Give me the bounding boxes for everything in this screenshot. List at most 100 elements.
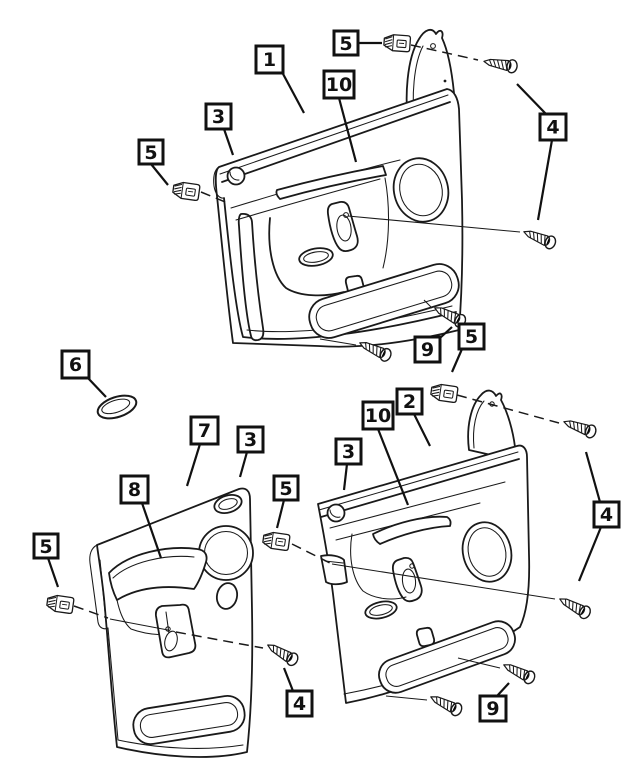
assembly-dash-rear: [175, 631, 264, 649]
callout-2-front-panel-lower[interactable]: 2: [395, 387, 431, 447]
armrest-top: [108, 547, 208, 601]
screw-icon: [263, 638, 301, 669]
pocket-oval-inner: [369, 604, 393, 616]
armrest-inner-line: [112, 555, 195, 579]
speaker-outer: [461, 521, 513, 583]
callout-label: 10: [326, 74, 352, 96]
callout-label: 4: [293, 693, 306, 715]
callout-3-cap-rear[interactable]: 3: [236, 425, 265, 478]
callout-label: 5: [144, 142, 157, 164]
clip-hole: [326, 503, 346, 523]
left-inset-strip: [237, 213, 265, 342]
speaker-grille: [308, 263, 460, 339]
handle-screw-hole: [409, 563, 415, 569]
flag-hole: [430, 43, 436, 49]
callout-label: 3: [342, 441, 355, 463]
projection-lines: [73, 44, 560, 701]
screw-line-s8: [457, 657, 501, 669]
retainer-clip-icon: [45, 593, 75, 615]
screw-line-s3: [423, 299, 433, 309]
callout-4-screw-rear-bottom[interactable]: 4: [282, 667, 314, 718]
grille-mesh: [139, 702, 239, 738]
mirror-flag-inner-line: [473, 400, 485, 449]
callout-label: 1: [263, 49, 276, 71]
handle-cup-inner: [401, 568, 417, 594]
grille-frame: [308, 263, 460, 339]
map-pocket-curve: [350, 533, 407, 600]
grommet: [96, 394, 138, 420]
clip-dash-center: [291, 543, 331, 564]
top-cap-mid-line: [318, 451, 519, 511]
callout-4-screws-upper-right[interactable]: 4: [516, 83, 568, 221]
pull-handle-bar: [372, 515, 452, 545]
callout-5-clip-top[interactable]: 5: [332, 29, 382, 57]
hook-cutout: [415, 626, 436, 648]
callout-label: 6: [69, 354, 82, 376]
retainer-clip-icon: [382, 33, 412, 53]
callout-label: 2: [403, 391, 416, 413]
screw-icon: [482, 54, 519, 75]
screw-icon: [500, 658, 538, 687]
speaker-inner: [467, 527, 507, 577]
callout-5-clip-lower-left[interactable]: 5: [32, 532, 60, 588]
handle-cup-inner: [164, 630, 178, 652]
lower-oval-inner: [303, 251, 329, 263]
clip-dash-top: [410, 44, 479, 61]
callout-5-clip-left[interactable]: 5: [137, 138, 169, 186]
screw-icon: [520, 225, 559, 252]
handle-cup-inner: [336, 214, 352, 242]
speaker-outer: [198, 525, 254, 581]
callout-9-screws-lower-bottom[interactable]: 9: [478, 682, 510, 723]
screw-icon: [560, 414, 599, 440]
callout-label: 5: [279, 478, 292, 500]
callout-label: 5: [339, 33, 352, 55]
retainer-clip-icon: [171, 180, 201, 202]
front-door-trim-panel-upper: [213, 28, 464, 348]
bolster-line-1: [329, 481, 506, 529]
vent-oval-inner: [218, 498, 238, 510]
callout-label: 9: [486, 698, 499, 720]
handle-screw-hole: [343, 212, 349, 218]
grommet-inner: [101, 398, 131, 415]
callout-8-armrest[interactable]: 8: [119, 474, 163, 559]
front-door-trim-panel-lower: [317, 389, 531, 704]
callout-3-cap-upper[interactable]: 3: [204, 102, 235, 156]
callout-5-clip-center[interactable]: 5: [272, 474, 300, 529]
callout-6-grommet[interactable]: 6: [60, 349, 107, 398]
callout-5-clip-middle[interactable]: 5: [450, 322, 486, 373]
callout-10-handle-upper[interactable]: 10: [322, 69, 358, 163]
callout-9-screws-upper-bottom[interactable]: 9: [413, 326, 453, 364]
assembly-line-lower-inside: [331, 563, 556, 600]
top-cap-lower-edge: [320, 458, 520, 518]
retainer-clip-icon: [261, 530, 291, 552]
clip-dash-left-top: [200, 191, 231, 205]
rear-door-trim-panel: [89, 487, 254, 758]
screw-icon: [556, 592, 594, 622]
callout-7-rear-panel[interactable]: 7: [185, 415, 220, 487]
speaker-inner: [399, 163, 443, 217]
callouts: 1 5 10 3 5 4 9 5: [32, 29, 621, 723]
speaker-grille: [132, 695, 246, 745]
callout-10-handle-lower[interactable]: 10: [361, 400, 410, 506]
screw-line-s9: [385, 695, 428, 701]
callout-label: 8: [128, 479, 141, 501]
screw-line-s4: [319, 338, 357, 346]
screw-icon: [427, 690, 465, 719]
clip-hole-inner: [329, 509, 341, 518]
callout-4-screws-lower-right[interactable]: 4: [577, 451, 621, 582]
handle-cutout: [154, 603, 197, 659]
callout-label: 9: [421, 339, 434, 361]
flag-dot: [443, 79, 447, 83]
assembly-line-upper: [347, 215, 521, 233]
sub-oval: [215, 582, 239, 610]
assembly-line-rear-inside: [109, 618, 169, 631]
grille-frame: [132, 695, 246, 745]
callout-label: 4: [600, 504, 613, 526]
pocket-right-line: [382, 177, 390, 269]
callout-label: 4: [546, 117, 559, 139]
callout-1-front-panel-upper[interactable]: 1: [254, 44, 305, 114]
left-cap: [89, 544, 109, 630]
callout-label: 3: [212, 106, 225, 128]
inner-contour: [223, 197, 457, 340]
callout-3-cap-lower[interactable]: 3: [334, 437, 363, 491]
